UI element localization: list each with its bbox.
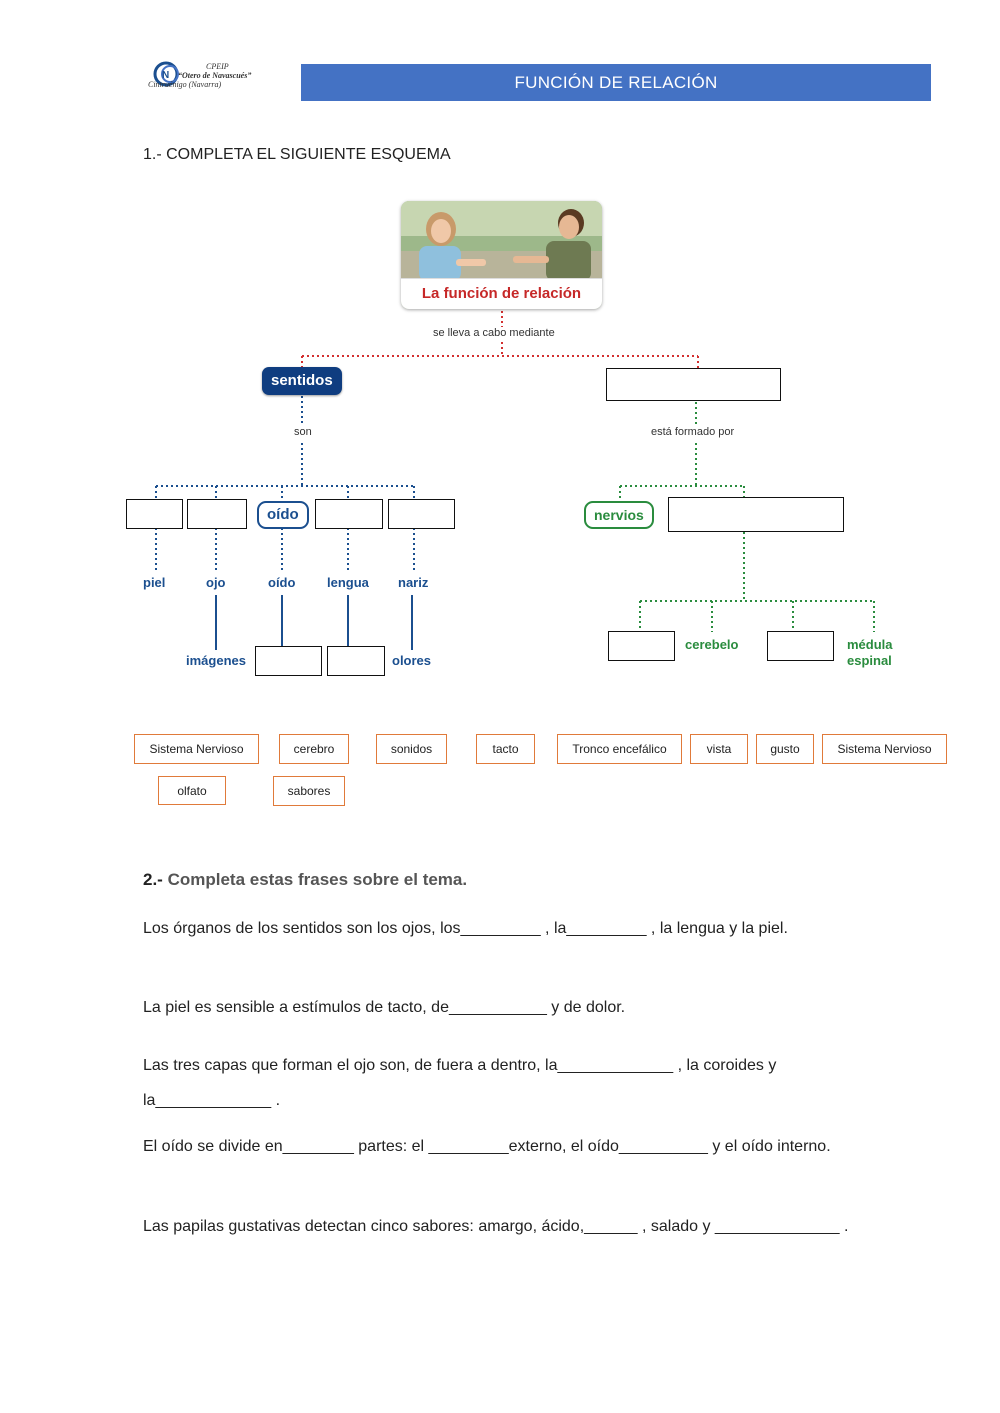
section2-title: 2.- Completa estas frases sobre el tema. bbox=[143, 870, 467, 890]
word-sonidos[interactable]: sonidos bbox=[376, 734, 447, 764]
sentence-2: La piel es sensible a estímulos de tacto… bbox=[143, 999, 626, 1016]
section1-title: 1.- COMPLETA EL SIGUIENTE ESQUEMA bbox=[143, 146, 451, 163]
word-tronco-encefalico[interactable]: Tronco encefálico bbox=[557, 734, 682, 764]
sentence-1: Los órganos de los sentidos son los ojos… bbox=[143, 920, 788, 937]
sentence-5: Las papilas gustativas detectan cinco sa… bbox=[143, 1218, 849, 1235]
school-line3: Cintruénigo (Navarra) bbox=[148, 80, 222, 89]
leaf-ojo: ojo bbox=[206, 575, 226, 590]
word-gusto[interactable]: gusto bbox=[756, 734, 814, 764]
sentence-4: El oído se divide en________ partes: el … bbox=[143, 1138, 831, 1155]
word-tacto[interactable]: tacto bbox=[476, 734, 535, 764]
blank-right-node[interactable] bbox=[606, 368, 781, 401]
root-photo-card: La función de relación bbox=[401, 201, 602, 309]
leaf-oido: oído bbox=[268, 575, 296, 590]
blank-sense-5[interactable] bbox=[388, 499, 455, 529]
svg-text:N: N bbox=[162, 70, 169, 81]
school-name: CPEIP “Otero de Navascués” Cintruénigo (… bbox=[148, 62, 252, 89]
blank-sense-4[interactable] bbox=[315, 499, 383, 529]
oido-node: oído bbox=[257, 501, 309, 529]
blank-brain-part-2[interactable] bbox=[767, 631, 834, 661]
diagram-connectors bbox=[155, 311, 875, 650]
nervios-node: nervios bbox=[584, 501, 654, 529]
blank-result-oido[interactable] bbox=[255, 646, 322, 676]
children-photo-image bbox=[401, 201, 602, 309]
leaf-piel: piel bbox=[143, 575, 166, 590]
leaf-nariz: nariz bbox=[398, 575, 429, 590]
blank-brain-part-1[interactable] bbox=[608, 631, 675, 661]
word-sistema-nervioso-1[interactable]: Sistema Nervioso bbox=[134, 734, 259, 764]
right-connector-text: está formado por bbox=[651, 426, 735, 438]
blank-sense-1[interactable] bbox=[126, 499, 183, 529]
school-logo: N CPEIP “Otero de Navascués” Cintruénigo… bbox=[148, 60, 278, 104]
root-title: La función de relación bbox=[401, 278, 602, 309]
blank-central-nervous[interactable] bbox=[668, 497, 844, 532]
word-olfato[interactable]: olfato bbox=[158, 776, 226, 805]
word-sabores[interactable]: sabores bbox=[273, 776, 345, 806]
blank-sense-2[interactable] bbox=[187, 499, 247, 529]
blank-result-lengua[interactable] bbox=[327, 646, 385, 676]
left-connector-text: son bbox=[294, 426, 312, 438]
section2-heading: Completa estas frases sobre el tema. bbox=[167, 870, 468, 889]
page-title-bar: FUNCIÓN DE RELACIÓN bbox=[301, 64, 931, 101]
sentidos-node: sentidos bbox=[262, 367, 342, 395]
sentence-3: Las tres capas que forman el ojo son, de… bbox=[143, 1057, 777, 1109]
result-imagenes: imágenes bbox=[186, 653, 246, 668]
school-line2: “Otero de Navascués” bbox=[178, 71, 252, 80]
section2-number: 2.- bbox=[143, 870, 163, 889]
word-vista[interactable]: vista bbox=[690, 734, 748, 764]
word-cerebro[interactable]: cerebro bbox=[279, 734, 349, 764]
page-title: FUNCIÓN DE RELACIÓN bbox=[514, 72, 718, 92]
leaf-lengua: lengua bbox=[327, 575, 369, 590]
leaf-cerebelo: cerebelo bbox=[685, 637, 739, 652]
leaf-medula-espinal: médula espinal bbox=[847, 637, 893, 668]
school-logo-icon: N bbox=[153, 61, 179, 87]
result-olores: olores bbox=[392, 653, 432, 668]
school-line1: CPEIP bbox=[206, 62, 229, 71]
root-connector-text: se lleva a cabo mediante bbox=[433, 327, 555, 339]
word-sistema-nervioso-2[interactable]: Sistema Nervioso bbox=[822, 734, 947, 764]
